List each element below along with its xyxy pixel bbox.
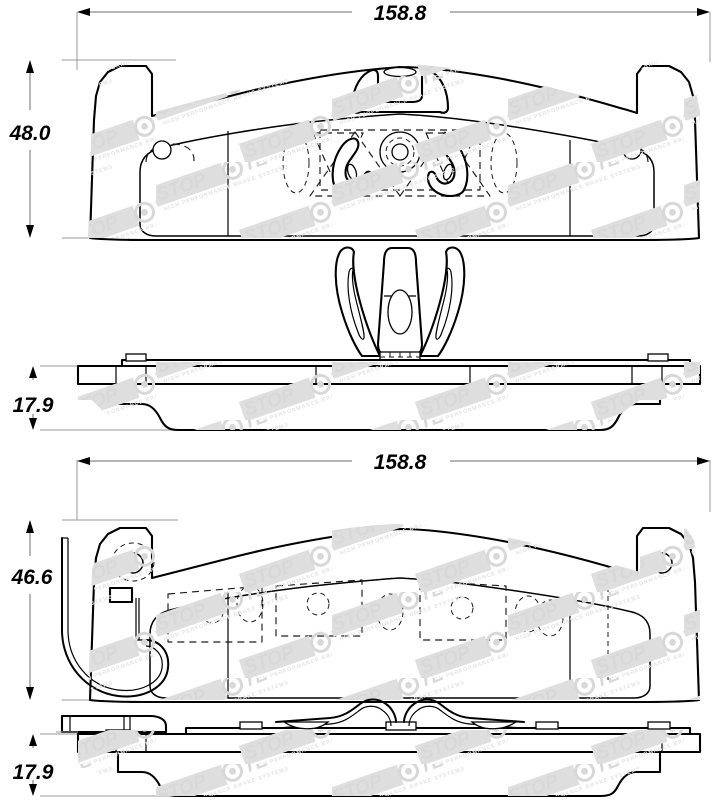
dim-inner-height: 46.6 [11,520,53,700]
dim-outer-thickness: 17.9 [13,366,54,430]
arrow-left-icon [77,457,90,465]
shim-tab-a [239,721,263,730]
dim-inner-length: 158.8 [77,451,710,474]
dim-outer-thickness-label: 17.9 [13,394,54,417]
watermark-outer-edge [78,362,700,430]
arrow-right-icon [697,8,710,16]
shim-tab-right [647,353,669,362]
dim-outer-height: 48.0 [9,60,51,238]
dim-outer-height-label: 48.0 [9,122,51,145]
dim-inner-thickness: 17.9 [13,734,54,796]
dim-inner-length-label: 158.8 [374,451,427,474]
arrow-down-icon [26,687,34,700]
shim-tab-d [647,721,671,730]
dim-outer-length-label: 158.8 [374,2,427,25]
dim-outer-length: 158.8 [77,2,710,25]
arrow-down-icon [29,784,37,796]
arrow-up-icon [29,734,37,746]
arrow-down-icon [26,225,34,238]
watermark-inner-edge [78,730,700,796]
arrow-left-icon [77,8,90,16]
inner-pad-edge-clip [275,698,525,730]
arrow-up-icon [26,60,34,73]
view-inner-pad-edge: 17.9 [13,698,702,798]
arrow-up-icon [26,520,34,533]
arrow-right-icon [697,457,710,465]
view-outer-pad-edge: 17.9 [13,353,702,432]
arrow-down-icon [29,418,37,430]
shim-tab-c [535,721,559,730]
arrow-up-icon [29,366,37,378]
shim-tab-left [125,353,147,362]
dim-inner-thickness-label: 17.9 [13,761,54,784]
dim-inner-height-label: 46.6 [11,566,53,589]
view-retaining-clip [334,246,466,363]
